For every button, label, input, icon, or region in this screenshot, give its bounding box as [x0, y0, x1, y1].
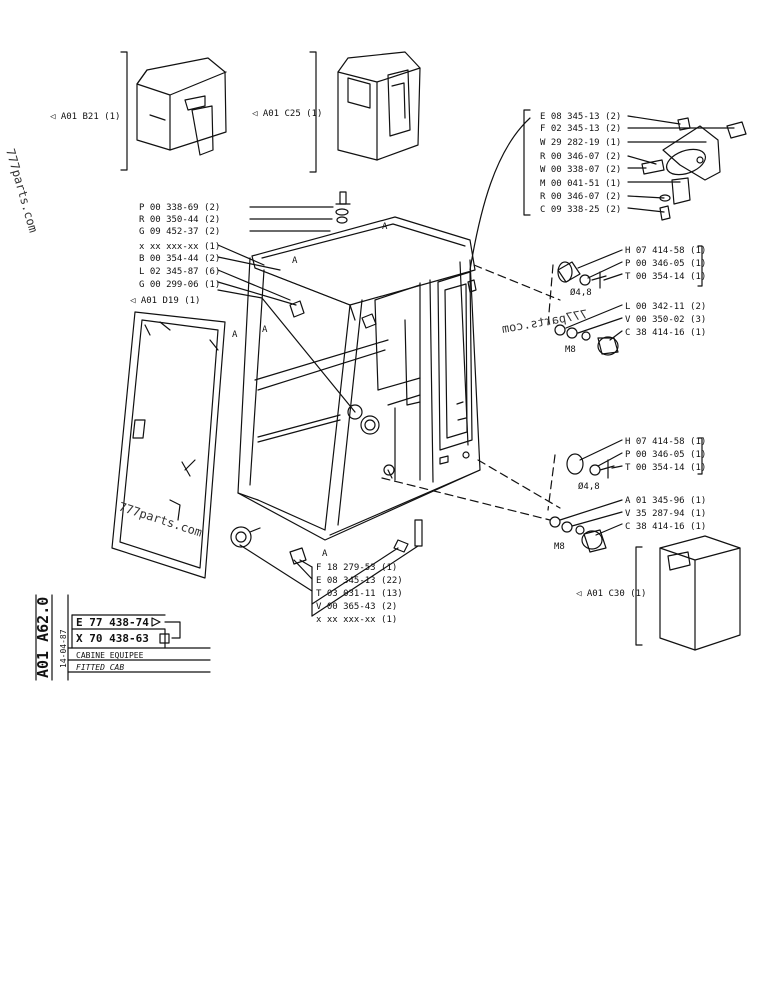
svg-text:F 18 279-53 (1): F 18 279-53 (1)	[316, 563, 397, 573]
bracket-top-right	[523, 109, 531, 216]
hinge-hardware	[627, 115, 747, 221]
dim-m8-lower: M8	[554, 542, 565, 552]
svg-text:C 38 414-16 (1): C 38 414-16 (1)	[625, 522, 706, 532]
labels-bottom: F 18 279-53 (1) E 08 345-13 (22) T 03 03…	[316, 563, 403, 625]
labels-low-right: H 07 414-58 (1) P 00 346-05 (1) T 00 354…	[625, 437, 706, 532]
svg-text:E 08 345-13 (22): E 08 345-13 (22)	[316, 576, 403, 586]
svg-text:B 00 354-44 (2): B 00 354-44 (2)	[139, 254, 220, 264]
svg-text:P 00 338-69 (2): P 00 338-69 (2)	[139, 203, 220, 213]
labels-mid-right: H 07 414-58 (1) P 00 346-05 (1) T 00 354…	[625, 246, 706, 338]
main-cab	[237, 216, 481, 541]
svg-text:T 03 031-11 (13): T 03 031-11 (13)	[316, 589, 403, 599]
callout-a: A	[262, 325, 268, 335]
watermark-left: 777parts.com	[3, 147, 40, 234]
svg-text:G 09 452-37 (2): G 09 452-37 (2)	[139, 227, 220, 237]
svg-text:R 00 346-07 (2): R 00 346-07 (2)	[540, 192, 621, 202]
svg-text:M 00 041-51 (1): M 00 041-51 (1)	[540, 179, 621, 189]
svg-text:G 00 299-06 (1): G 00 299-06 (1)	[139, 280, 220, 290]
title-code-e: E 77 438-74	[76, 616, 149, 629]
watermark-door: 777parts.com	[117, 500, 204, 540]
svg-text:A 01 345-96 (1): A 01 345-96 (1)	[625, 496, 706, 506]
svg-text:L 02 345-87 (6): L 02 345-87 (6)	[139, 267, 220, 277]
title-code-x: X 70 438-63	[76, 632, 149, 645]
dim-m8-upper: M8	[565, 345, 576, 355]
inset-c30	[635, 535, 741, 651]
labels-left: P 00 338-69 (2) R 00 350-44 (2) G 09 452…	[139, 203, 220, 290]
svg-text:E 08 345-13 (2): E 08 345-13 (2)	[540, 112, 621, 122]
svg-text:F 02 345-13 (2): F 02 345-13 (2)	[540, 124, 621, 134]
svg-text:W 00 338-07 (2): W 00 338-07 (2)	[540, 165, 621, 175]
ref-b21: ◁ A01 B21 (1)	[50, 112, 120, 122]
grab-handle	[230, 526, 261, 548]
svg-text:T 00 354-14 (1): T 00 354-14 (1)	[625, 272, 706, 282]
ref-c30: ◁ A01 C30 (1)	[576, 589, 646, 599]
svg-text:R 00 350-44 (2): R 00 350-44 (2)	[139, 215, 220, 225]
title-date: 14-04-87	[59, 629, 68, 668]
watermark-mirrored: 777parts.com	[501, 307, 589, 336]
svg-text:P 00 346-05 (1): P 00 346-05 (1)	[625, 259, 706, 269]
title-name-en: FITTED CAB	[76, 663, 124, 672]
svg-text:C 38 414-16 (1): C 38 414-16 (1)	[625, 328, 706, 338]
callout-a: A	[292, 256, 298, 266]
inset-b21	[120, 51, 227, 171]
svg-text:H 07 414-58 (1): H 07 414-58 (1)	[625, 437, 706, 447]
inset-c25	[309, 51, 421, 173]
svg-text:W 29 282-19 (1): W 29 282-19 (1)	[540, 138, 621, 148]
svg-text:x xx xxx-xx (1): x xx xxx-xx (1)	[139, 242, 220, 252]
svg-text:C 09 338-25 (2): C 09 338-25 (2)	[540, 205, 621, 215]
callout-a: A	[232, 330, 238, 340]
svg-text:V 00 350-02 (3): V 00 350-02 (3)	[625, 315, 706, 325]
svg-text:H 07 414-58 (1): H 07 414-58 (1)	[625, 246, 706, 256]
svg-text:V 00 365-43 (2): V 00 365-43 (2)	[316, 602, 397, 612]
title-vertical-code: A01 A62.0	[34, 597, 52, 678]
svg-text:L 00 342-11 (2): L 00 342-11 (2)	[625, 302, 706, 312]
title-block-frame	[35, 594, 211, 681]
svg-text:x xx xxx-xx (1): x xx xxx-xx (1)	[316, 615, 397, 625]
door-d19	[111, 311, 226, 579]
ref-c25: ◁ A01 C25 (1)	[252, 109, 322, 119]
svg-text:V 35 287-94 (1): V 35 287-94 (1)	[625, 509, 706, 519]
dim-d48-upper: Ø4,8	[570, 287, 592, 298]
dim-d48-lower: Ø4,8	[578, 481, 600, 492]
title-name-fr: CABINE EQUIPEE	[76, 651, 144, 660]
callout-a: A	[382, 222, 388, 232]
labels-top-right: E 08 345-13 (2) F 02 345-13 (2) W 29 282…	[540, 112, 621, 215]
ref-d19: ◁ A01 D19 (1)	[130, 296, 200, 306]
svg-text:T 00 354-14 (1): T 00 354-14 (1)	[625, 463, 706, 473]
svg-text:P 00 346-05 (1): P 00 346-05 (1)	[625, 450, 706, 460]
lamp-group-lower	[549, 439, 623, 553]
callout-a: A	[322, 549, 328, 559]
lamp-group-upper	[554, 249, 623, 356]
svg-text:R 00 346-07 (2): R 00 346-07 (2)	[540, 152, 621, 162]
